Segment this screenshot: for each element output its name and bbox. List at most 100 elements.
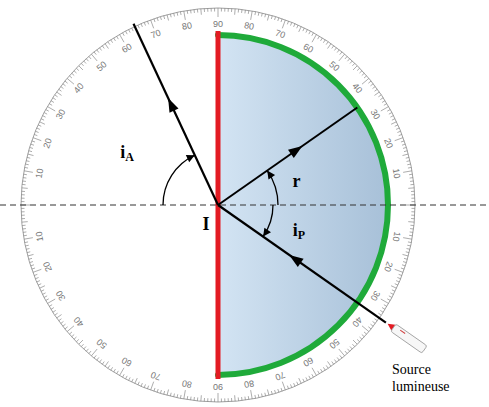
tick-mark — [200, 395, 202, 401]
tick-mark — [65, 327, 68, 329]
tick-mark — [362, 73, 365, 75]
tick-mark — [375, 319, 378, 321]
tick-mark — [323, 367, 325, 370]
tick-mark — [207, 8, 208, 12]
tick-mark — [108, 365, 110, 368]
tick-mark — [408, 221, 414, 223]
tick-mark — [167, 15, 169, 21]
tick-mark — [334, 48, 336, 51]
tick-mark — [126, 31, 128, 34]
tick-mark — [99, 360, 101, 363]
tick-mark — [22, 228, 25, 229]
tick-mark — [180, 395, 182, 398]
tick-mark — [339, 349, 345, 356]
tick-mark — [408, 241, 411, 243]
tick-mark — [184, 11, 186, 20]
tick-mark — [353, 66, 357, 70]
tick-mark — [323, 40, 325, 43]
degree-number: 10 — [34, 168, 45, 179]
tick-mark — [261, 394, 263, 397]
tick-mark — [84, 347, 86, 350]
tick-mark — [22, 221, 28, 223]
tick-mark — [51, 101, 54, 103]
tick-mark — [350, 347, 352, 350]
tick-mark — [204, 8, 205, 11]
tick-mark — [126, 376, 128, 379]
tick-mark — [347, 59, 349, 62]
tick-mark — [275, 390, 276, 393]
tick-mark — [132, 28, 134, 31]
tick-mark — [396, 128, 399, 129]
degree-number: 10 — [34, 231, 45, 242]
tick-mark — [411, 198, 415, 199]
tick-mark — [368, 327, 371, 329]
tick-mark — [281, 388, 282, 391]
tick-mark — [378, 95, 381, 97]
tick-mark — [409, 174, 412, 176]
tick-mark — [67, 78, 74, 84]
tick-mark — [410, 184, 413, 185]
tick-mark — [407, 164, 410, 166]
tick-mark — [406, 251, 409, 253]
tick-mark — [294, 383, 295, 386]
tick-mark — [67, 326, 74, 332]
tick-mark — [61, 86, 64, 88]
tick-mark — [21, 211, 25, 212]
tick-mark — [299, 26, 302, 31]
tick-mark — [287, 21, 288, 24]
tick-mark — [26, 160, 29, 162]
tick-mark — [396, 281, 399, 282]
tick-mark — [57, 92, 62, 95]
tick-mark — [395, 125, 398, 126]
tick-mark — [221, 8, 222, 12]
tick-mark — [339, 54, 345, 61]
tick-mark — [399, 274, 402, 275]
tick-mark — [402, 154, 408, 156]
tick-mark — [102, 46, 104, 49]
tick-mark — [53, 98, 56, 100]
tick-mark — [321, 38, 323, 41]
tick-mark — [352, 63, 354, 66]
tick-mark — [24, 238, 33, 240]
tick-mark — [141, 24, 142, 27]
tick-mark — [374, 92, 379, 95]
tick-mark — [221, 398, 222, 402]
tick-mark — [294, 24, 295, 27]
tick-mark — [190, 397, 191, 400]
tick-mark — [231, 398, 232, 401]
tick-mark — [204, 398, 205, 401]
tick-mark — [404, 258, 407, 260]
tick-mark — [392, 290, 395, 292]
tick-mark — [399, 134, 402, 135]
tick-mark — [35, 277, 38, 278]
tick-mark — [69, 332, 72, 334]
tick-mark — [29, 150, 32, 152]
tick-mark — [312, 33, 314, 36]
tick-mark — [23, 174, 26, 176]
tick-mark — [290, 384, 291, 387]
tick-mark — [326, 42, 328, 45]
tick-mark — [160, 390, 161, 393]
tick-mark — [410, 180, 413, 181]
tick-mark — [44, 113, 47, 115]
angle-arc — [267, 171, 278, 205]
tick-mark — [144, 384, 145, 387]
tick-mark — [360, 337, 363, 339]
tick-mark — [370, 84, 373, 86]
tick-mark — [23, 235, 26, 237]
tick-mark — [364, 332, 367, 334]
degree-number: 80 — [181, 378, 192, 389]
degree-number: 10 — [391, 168, 402, 179]
tick-mark — [69, 76, 72, 78]
tick-mark — [258, 12, 260, 15]
tick-mark — [160, 17, 161, 20]
tick-mark — [111, 367, 113, 370]
tick-mark — [401, 141, 404, 142]
tick-mark — [278, 389, 279, 392]
tick-mark — [108, 42, 110, 45]
tick-mark — [410, 177, 413, 178]
tick-mark — [151, 20, 154, 28]
tick-mark — [380, 98, 383, 100]
tick-mark — [180, 12, 182, 15]
